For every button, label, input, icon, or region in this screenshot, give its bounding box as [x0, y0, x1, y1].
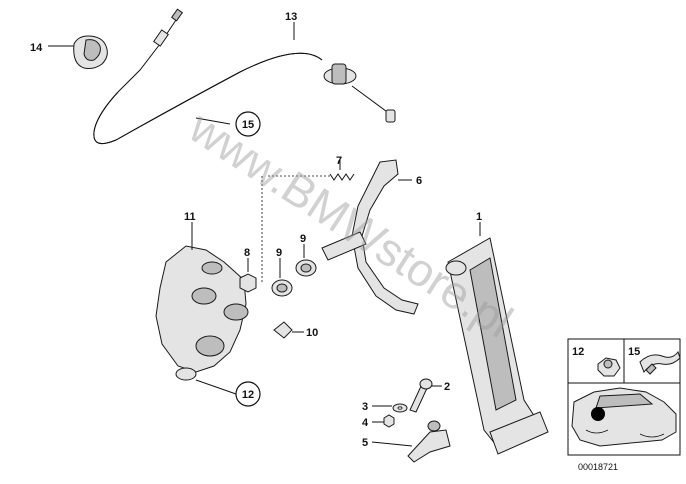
- reference-line: [261, 175, 330, 282]
- callout-15-circle: 15: [195, 111, 261, 137]
- callout-13: 13: [285, 11, 297, 23]
- callout-15: 15: [242, 119, 254, 131]
- callout-2: 2: [444, 381, 450, 393]
- part-9-bushing-right: 9: [295, 233, 317, 277]
- part-5-stop-switch: 5: [362, 420, 451, 463]
- inset-car-location: [571, 387, 677, 447]
- callout-9a: 9: [276, 247, 282, 259]
- callout-4: 4: [362, 417, 369, 429]
- part-10-plug: 10: [273, 321, 318, 339]
- part-7-spring: 7: [329, 155, 355, 181]
- part-3-washer: 3: [362, 401, 408, 413]
- part-11-pedal-bracket: 11: [155, 211, 249, 381]
- part-14-cable-clip: 14: [30, 35, 108, 69]
- callout-7: 7: [336, 155, 342, 167]
- callout-14: 14: [30, 42, 43, 54]
- inset-box: 12 15: [567, 338, 681, 456]
- callout-3: 3: [362, 401, 368, 413]
- callout-12: 12: [242, 389, 254, 401]
- part-6-pedal-lever: 6: [321, 159, 422, 315]
- callout-6: 6: [416, 175, 422, 187]
- inset-part-12: 12: [572, 346, 621, 377]
- callout-10: 10: [306, 327, 318, 339]
- part-9-bushing-left: 9: [271, 247, 293, 297]
- callout-8: 8: [244, 247, 250, 259]
- callout-12-circle: 12: [195, 379, 261, 407]
- part-4-nut: 4: [362, 414, 395, 429]
- document-number: 00018721: [578, 462, 618, 472]
- part-13-accelerator-cable: 13: [93, 8, 396, 145]
- part-2-bolt: 2: [409, 378, 450, 413]
- part-1-pedal-pad: 1: [445, 211, 549, 455]
- inset-part-15: 15: [628, 346, 681, 375]
- callout-1: 1: [476, 211, 482, 223]
- callout-5: 5: [362, 437, 368, 449]
- inset-label-15: 15: [628, 346, 640, 358]
- inset-label-12: 12: [572, 346, 584, 358]
- callout-9b: 9: [300, 233, 306, 245]
- location-marker: [591, 407, 605, 421]
- callout-11: 11: [184, 211, 196, 223]
- part-8-nut: 8: [239, 247, 257, 293]
